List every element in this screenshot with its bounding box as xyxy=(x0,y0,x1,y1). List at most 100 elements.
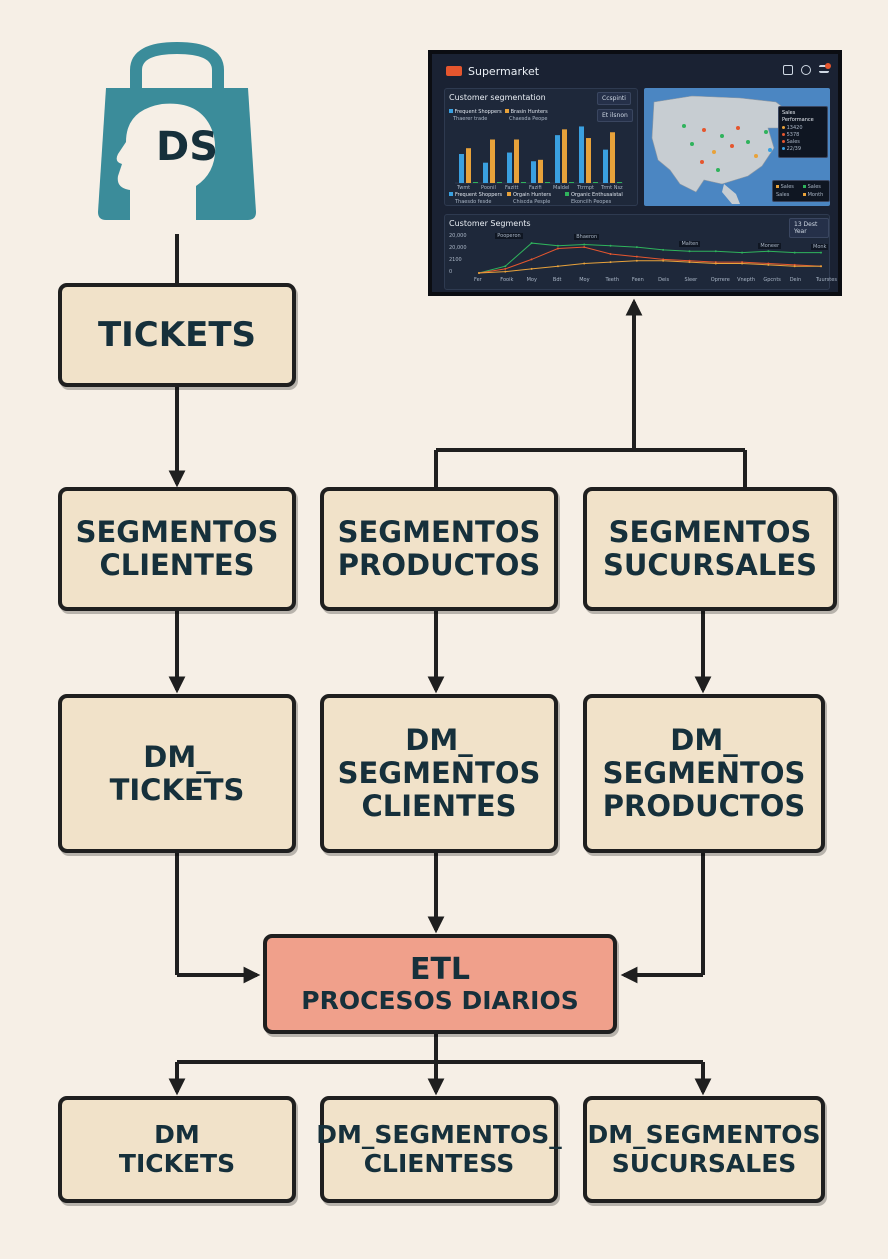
line-point[interactable] xyxy=(609,252,612,255)
x-tick-label: Tuurstes xyxy=(816,277,837,283)
line-point[interactable] xyxy=(504,267,507,270)
bar[interactable] xyxy=(466,148,471,183)
map-marker[interactable] xyxy=(702,128,706,132)
line-point[interactable] xyxy=(556,247,559,250)
line-point[interactable] xyxy=(583,262,586,265)
bar[interactable] xyxy=(579,126,584,183)
sales-performance-legend: Sales Performance 13420 5378 Sales 22/39 xyxy=(778,106,828,158)
line-point[interactable] xyxy=(820,251,822,254)
map-marker[interactable] xyxy=(736,126,740,130)
line-point[interactable] xyxy=(741,262,744,265)
bar[interactable] xyxy=(593,182,598,183)
settings-icon[interactable] xyxy=(801,65,811,75)
bar[interactable] xyxy=(473,182,478,183)
line-point[interactable] xyxy=(583,243,586,246)
line-point[interactable] xyxy=(556,265,559,268)
line-series[interactable] xyxy=(478,260,821,274)
line-point[interactable] xyxy=(767,250,770,253)
line-point[interactable] xyxy=(662,248,665,251)
bar[interactable] xyxy=(490,139,495,184)
line-point[interactable] xyxy=(530,267,533,270)
bar[interactable] xyxy=(610,132,615,183)
line-point[interactable] xyxy=(609,261,612,264)
map-marker[interactable] xyxy=(712,150,716,154)
line-point[interactable] xyxy=(662,259,665,262)
line-point[interactable] xyxy=(635,246,638,249)
line-chart xyxy=(478,242,822,274)
bar[interactable] xyxy=(562,129,567,183)
node-tickets[interactable]: TICKETS xyxy=(58,283,296,387)
line-point[interactable] xyxy=(688,250,691,253)
line-point[interactable] xyxy=(530,258,533,261)
node-dm-tickets[interactable]: DM_ TICKETS xyxy=(58,694,296,853)
node-segmentos-clientes[interactable]: SEGMENTOS CLIENTES xyxy=(58,487,296,611)
node-label: DM xyxy=(154,1120,200,1150)
bar[interactable] xyxy=(569,182,574,183)
node-label: DM_ xyxy=(405,723,473,758)
line-series[interactable] xyxy=(478,242,821,274)
node-segmentos-sucursales[interactable]: SEGMENTOS SUCURSALES xyxy=(583,487,837,611)
map-marker[interactable] xyxy=(768,148,772,152)
line-point[interactable] xyxy=(478,272,480,274)
bar[interactable] xyxy=(603,149,608,183)
line-point[interactable] xyxy=(635,259,638,262)
bar[interactable] xyxy=(514,139,519,184)
line-point[interactable] xyxy=(793,265,796,268)
segments-range-button[interactable]: 13 Dest Year xyxy=(789,218,829,238)
bar[interactable] xyxy=(497,182,502,183)
line-point[interactable] xyxy=(583,246,586,249)
line-point[interactable] xyxy=(688,261,691,264)
bar[interactable] xyxy=(617,182,622,183)
bar[interactable] xyxy=(521,182,526,183)
map-marker[interactable] xyxy=(682,124,686,128)
edit-icon[interactable] xyxy=(783,65,793,75)
segments-title: Customer Segments xyxy=(449,219,531,228)
line-point[interactable] xyxy=(635,255,638,258)
map-marker[interactable] xyxy=(746,140,750,144)
line-point[interactable] xyxy=(504,270,507,273)
line-point[interactable] xyxy=(556,244,559,247)
node-label: DM_SEGMENTOS_ xyxy=(316,1120,562,1150)
map-marker[interactable] xyxy=(754,154,758,158)
line-series[interactable] xyxy=(478,246,822,274)
map-marker[interactable] xyxy=(730,144,734,148)
map-marker[interactable] xyxy=(720,134,724,138)
map-marker[interactable] xyxy=(764,130,768,134)
line-point[interactable] xyxy=(741,251,744,254)
segmentation-button[interactable]: Ccspinti xyxy=(597,92,631,105)
line-point[interactable] xyxy=(714,250,717,253)
dashboard-topbar: Supermarket xyxy=(432,54,838,86)
node-label: SEGMENTOS xyxy=(75,515,279,550)
bar[interactable] xyxy=(507,152,512,183)
line-point[interactable] xyxy=(793,251,796,254)
bar[interactable] xyxy=(586,138,591,183)
bar[interactable] xyxy=(459,154,464,183)
node-dm-segmentos-clientes[interactable]: DM_ SEGMENTOS CLIENTES xyxy=(320,694,558,853)
bar-legend-bottom-item: Frequent Shoppers xyxy=(449,192,502,198)
segmentation-button-2[interactable]: Et ilsnon xyxy=(597,109,633,122)
line-point[interactable] xyxy=(609,244,612,247)
node-out-dm-tickets[interactable]: DM TICKETS xyxy=(58,1096,296,1203)
node-out-dm-segmentos-clientess[interactable]: DM_SEGMENTOS_ CLIENTESS xyxy=(316,1096,562,1203)
node-dm-segmentos-productos[interactable]: DM_ SEGMENTOS PRODUCTOS xyxy=(583,694,825,853)
map-marker[interactable] xyxy=(716,168,720,172)
bar[interactable] xyxy=(545,182,550,183)
map-marker[interactable] xyxy=(700,160,704,164)
bar[interactable] xyxy=(538,159,543,183)
line-point[interactable] xyxy=(820,265,822,268)
node-etl-procesos-diarios[interactable]: ETL PROCESOS DIARIOS xyxy=(263,934,617,1034)
bar[interactable] xyxy=(531,161,536,183)
node-segmentos-productos[interactable]: SEGMENTOS PRODUCTOS xyxy=(320,487,558,611)
map-marker[interactable] xyxy=(690,142,694,146)
bar[interactable] xyxy=(483,162,488,183)
line-point[interactable] xyxy=(767,263,770,266)
node-out-dm-segmentos-sucursales[interactable]: DM_SEGMENTOS SUCURSALES xyxy=(583,1096,825,1203)
line-point[interactable] xyxy=(530,242,533,245)
line-point[interactable] xyxy=(714,262,717,265)
x-tick-label: Bdt xyxy=(552,277,562,283)
bar[interactable] xyxy=(555,135,560,183)
line-label: Monk xyxy=(811,243,829,250)
line-point[interactable] xyxy=(504,265,507,268)
menu-icon[interactable] xyxy=(819,65,829,73)
x-tick-label: Oprrere xyxy=(710,277,730,283)
